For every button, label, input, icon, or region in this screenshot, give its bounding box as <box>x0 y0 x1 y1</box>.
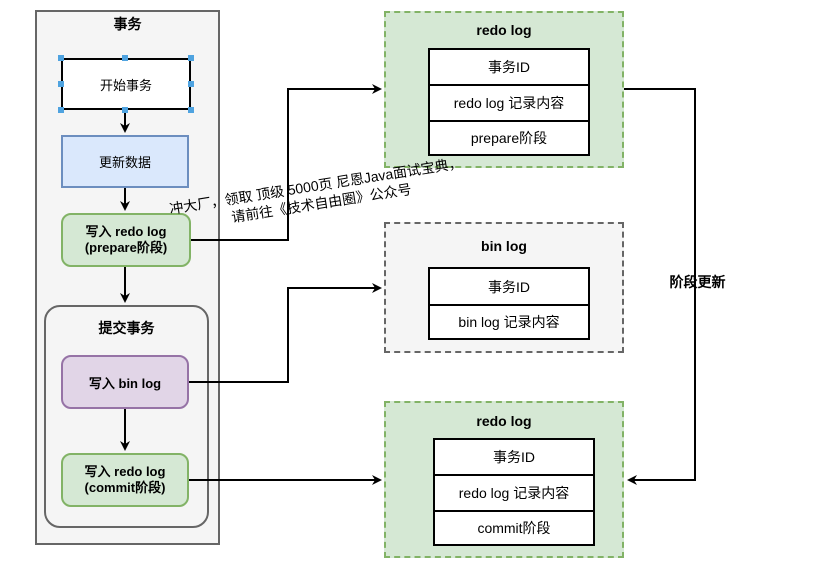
commit-transaction-title: 提交事务 <box>98 320 155 336</box>
write-redo-commit-line2: (commit阶段) <box>84 480 166 495</box>
redo-prepare-row-txid: 事务ID <box>488 59 530 75</box>
redo-prepare-row-phase: prepare阶段 <box>430 120 588 154</box>
update-data-node[interactable]: 更新数据 <box>61 135 189 188</box>
bin-log-title: bin log <box>481 238 527 254</box>
redo-log-prepare-table: 事务ID redo log 记录内容 prepare阶段 <box>428 48 590 156</box>
transaction-title: 事务 <box>113 16 142 32</box>
write-redo-prepare-line2: (prepare阶段) <box>84 240 168 255</box>
redo-log-commit-title: redo log <box>476 413 532 429</box>
selection-handles <box>58 55 194 113</box>
write-redo-prepare-node[interactable]: 写入 redo log (prepare阶段) <box>61 213 191 267</box>
write-binlog-label: 写入 bin log <box>88 375 162 391</box>
redo-commit-row-txid: 事务ID <box>493 449 535 465</box>
write-redo-commit-node[interactable]: 写入 redo log (commit阶段) <box>61 453 189 507</box>
update-data-label: 更新数据 <box>98 155 151 170</box>
redo-commit-row-content: redo log 记录内容 <box>435 474 593 510</box>
start-transaction-node[interactable]: 开始事务 <box>61 58 191 110</box>
arrow-prepare-to-redo-log <box>191 84 382 241</box>
bin-log-table: 事务ID bin log 记录内容 <box>428 267 590 340</box>
arrow-phase-update <box>624 88 696 485</box>
start-transaction-label: 开始事务 <box>99 77 152 93</box>
phase-update-label: 阶段更新 <box>669 274 726 290</box>
write-redo-prepare-line1: 写入 redo log <box>85 224 167 239</box>
redo-prepare-row-content: redo log 记录内容 <box>430 84 588 120</box>
write-binlog-node[interactable]: 写入 bin log <box>61 355 189 409</box>
arrow-binlog-to-bin-log <box>189 283 382 383</box>
redo-commit-row-phase: commit阶段 <box>435 510 593 544</box>
bin-log-row-txid: 事务ID <box>488 278 530 295</box>
write-redo-commit-line1: 写入 redo log <box>84 464 166 479</box>
redo-log-commit-table: 事务ID redo log 记录内容 commit阶段 <box>433 438 595 546</box>
redo-log-prepare-title: redo log <box>476 22 532 38</box>
bin-log-row-content: bin log 记录内容 <box>430 304 588 338</box>
